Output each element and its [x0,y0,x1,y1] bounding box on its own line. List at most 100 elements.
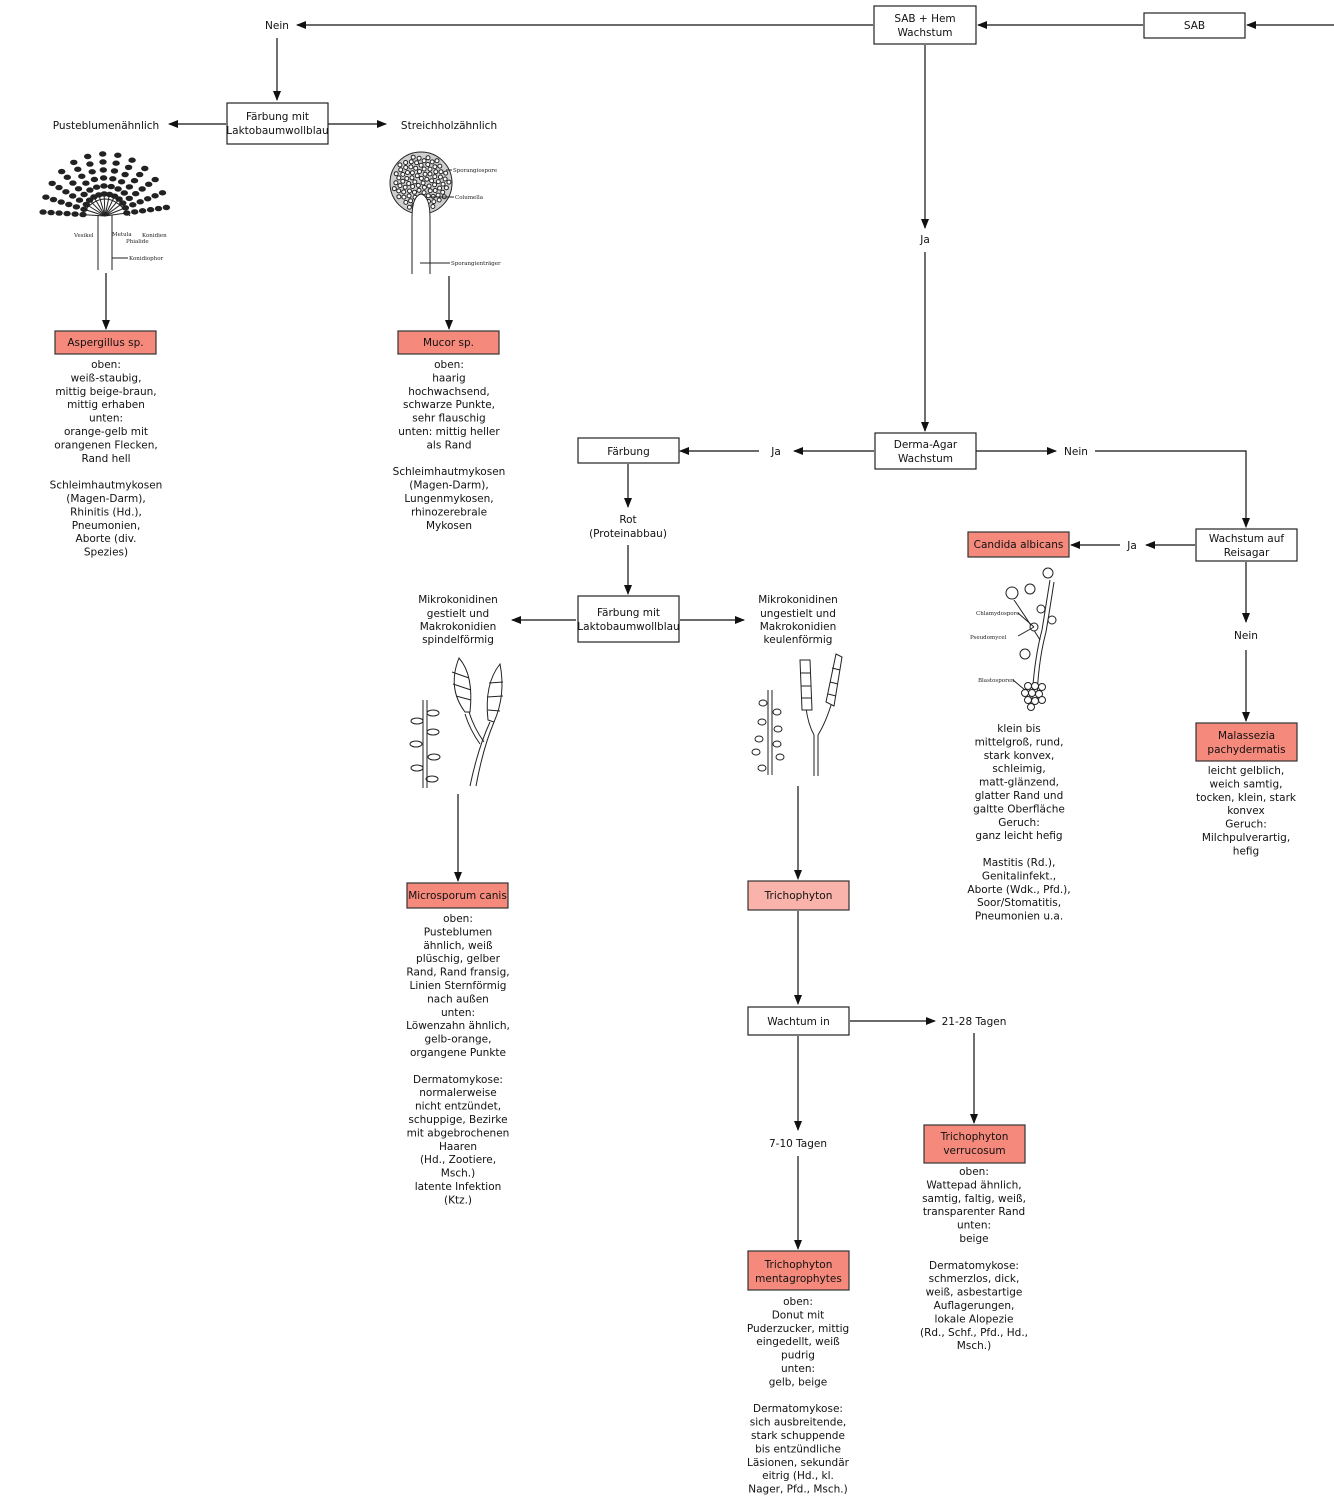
organism-candida-name: Candida albicans [974,539,1064,551]
description-line: Dermatomykose: [413,1074,503,1086]
mucor-sporangiospore [421,190,427,196]
aspergillus-phialide [94,198,106,217]
label-mikro-gestielt-line4: spindelförmig [422,634,494,646]
mucor-sporangiospore [403,160,409,165]
aspergillus-conidium [99,151,107,157]
mucor-sporangiospore [433,169,439,175]
aspergillus-label-vesikel: Vesikel [73,233,94,239]
description-line: Auflagerungen, [934,1300,1015,1312]
mucor-sporangiospore [430,204,436,209]
description-line: Spezies) [84,547,128,559]
candida-label-chlamydospore: Chlamydospore [976,611,1019,617]
aspergillus-conidium [121,171,129,178]
description-line: (Rd., Schf., Pfd., Hd., [920,1327,1028,1339]
description-line: Aborte (Wdk., Pfd.), [967,884,1070,896]
description-line: orange-gelb mit [64,426,148,438]
description-line: latente Infektion [415,1181,502,1193]
aspergillus-conidium [42,194,50,200]
label-ja-reis: Ja [1126,540,1137,552]
mucor-sporangiospore [425,155,431,161]
mucor-sporangiospore [406,204,412,210]
description-line: oben: [91,359,121,371]
mucor-sporangiospore [404,176,410,181]
description-line: rhinozerebrale [411,506,487,518]
description-line: nach außen [427,993,489,1005]
mucor-sporangiospore [393,180,399,186]
aspergillus-conidium [55,210,63,216]
description-line: unten: [957,1220,991,1232]
aspergillus-conidium [82,180,90,186]
aspergillus-conidium [99,159,107,165]
label-ja-top: Ja [919,234,930,246]
aspergillus-label-konidiophor: Konidiophor [129,256,164,262]
candida-blastospore [1021,689,1029,697]
aspergillus-conidium [48,180,56,187]
organism-mucor-name: Mucor sp. [423,337,474,349]
node-sab-hem-line2: Wachstum [897,27,952,39]
edges [102,21,1334,1250]
mucor-sporangiospore [422,171,428,177]
description-line: sich ausbreitende, [750,1417,847,1429]
aspergillus-conidium [107,183,115,190]
candida-albicans-illustration: Chlamydospore Pseudomycel Blastosporen [970,567,1057,711]
description-line: ähnlich, weiß [423,940,493,952]
organism-mentagrophytes-name-line2: mentagrophytes [755,1273,842,1285]
description-line: unten: [781,1363,815,1375]
mucor-sporangiospore [424,176,430,182]
node-reis-line2: Reisagar [1224,547,1270,559]
mucor-label-columella: Columella [455,195,484,201]
description-line: eingedellt, weiß [756,1336,840,1348]
description-line: Msch.) [957,1340,991,1352]
description-line: Dermatomykose: [753,1403,843,1415]
description-line: oben: [783,1296,813,1308]
description-line: (Magen-Darm), [66,493,145,505]
description-line: haarig [432,372,465,384]
description-line: mittig beige-braun, [55,386,156,398]
mucor-sporangiospore [421,166,427,172]
mucor-sporangiospore [421,184,427,190]
mucor-sporangiospore [398,167,404,173]
label-mikro-gestielt: Mikrokonidinen gestielt und Makrokonidie… [418,594,498,646]
mucor-sporangiospore [446,179,452,185]
aspergillus-phialide [84,214,106,217]
aspergillus-phialide [104,203,122,217]
description-line: Soor/Stomatitis, [977,897,1061,909]
description-line: hochwachsend, [408,386,490,398]
aspergillus-conidium [115,196,123,202]
organism-malassezia-description: leicht gelblich,weich samtig,tocken, kle… [1196,765,1297,857]
mucor-sporangiospore [393,171,399,177]
aspergillus-conidium [92,184,101,190]
label-mikro-ungestielt-line4: keulenförmig [764,634,833,646]
aspergillus-conidium [110,168,119,174]
organism-malassezia: Malassezia pachydermatis leicht gelblich… [1195,722,1298,857]
aspergillus-conidium [99,175,108,181]
aspergillus-conidium [145,181,153,188]
description-line: klein bis [997,723,1040,735]
mucor-sporangiospore [396,188,402,194]
label-nein-top: Nein [265,20,289,32]
mucor-sporangiospore [412,179,418,185]
mucor-sporangiospore [397,162,403,168]
microsporum-conidia-illustration [409,657,504,788]
aspergillus-conidium [100,183,108,189]
node-faerbung-lb2-line1: Färbung mit [597,607,660,619]
description-line: schleimig, [992,763,1045,775]
mucor-sporangiospore [437,163,443,169]
description-line: hefig [1233,845,1259,857]
mucor-sporangiospore [406,193,412,199]
aspergillus-conidium [132,191,140,197]
description-line: leicht gelblich, [1208,765,1284,777]
description-line: stark schuppende [751,1430,845,1442]
node-faerbung-lb1: Färbung mit Laktobaumwollblau [226,102,329,145]
description-line: oben: [434,359,464,371]
aspergillus-conidium [138,186,146,192]
description-line: Genitalinfekt., [982,870,1056,882]
organism-mentagrophytes: Trichophyton mentagrophytes oben:Donut m… [747,1250,850,1496]
description-line: stark konvex, [984,750,1055,762]
mucor-sporangiospore [401,194,407,200]
label-7-10-tagen: 7-10 Tagen [769,1138,827,1150]
description-line: beige [959,1233,988,1245]
node-faerbung-lb2: Färbung mit Laktobaumwollblau [577,595,680,643]
